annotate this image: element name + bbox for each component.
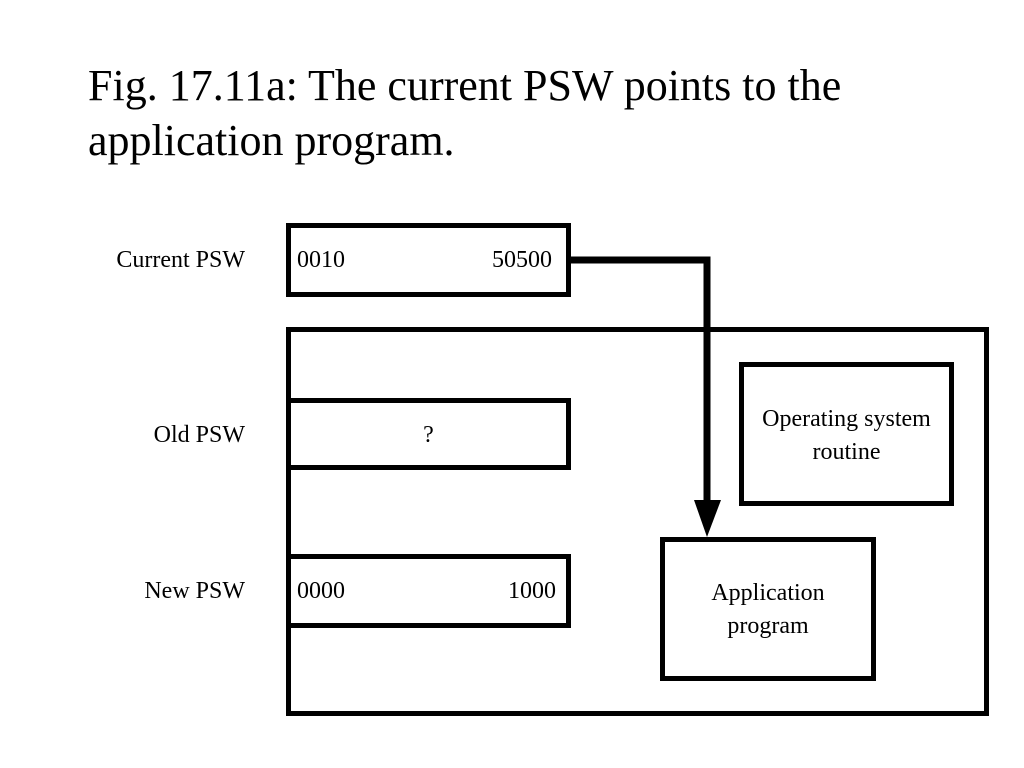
- figure-title-line-2: application program.: [88, 116, 455, 165]
- current-psw-label: Current PSW: [116, 247, 245, 273]
- new-psw-label: New PSW: [144, 578, 245, 604]
- current-psw-right-value: 50500: [492, 247, 552, 273]
- application-program-line-2: program: [727, 613, 809, 639]
- old-psw-label: Old PSW: [153, 422, 245, 448]
- operating-system-routine-line-1: Operating system: [762, 406, 931, 432]
- current-psw-register: 0010 50500: [286, 223, 571, 297]
- new-psw-left-value: 0000: [297, 578, 345, 604]
- current-psw-left-value: 0010: [297, 247, 345, 273]
- new-psw-register: 0000 1000: [286, 554, 571, 628]
- operating-system-routine-line-2: routine: [812, 439, 881, 465]
- old-psw-register: ?: [286, 398, 571, 470]
- operating-system-routine-caption: Operating system routine: [744, 403, 949, 469]
- operating-system-routine-box: Operating system routine: [739, 362, 954, 506]
- new-psw-right-value: 1000: [508, 578, 556, 604]
- application-program-caption: Application program: [665, 577, 871, 643]
- figure-title-line-1: Fig. 17.11a: The current PSW points to t…: [88, 61, 842, 110]
- figure-title: Fig. 17.11a: The current PSW points to t…: [88, 58, 988, 168]
- application-program-line-1: Application: [711, 580, 825, 606]
- old-psw-value: ?: [423, 422, 434, 448]
- application-program-box: Application program: [660, 537, 876, 681]
